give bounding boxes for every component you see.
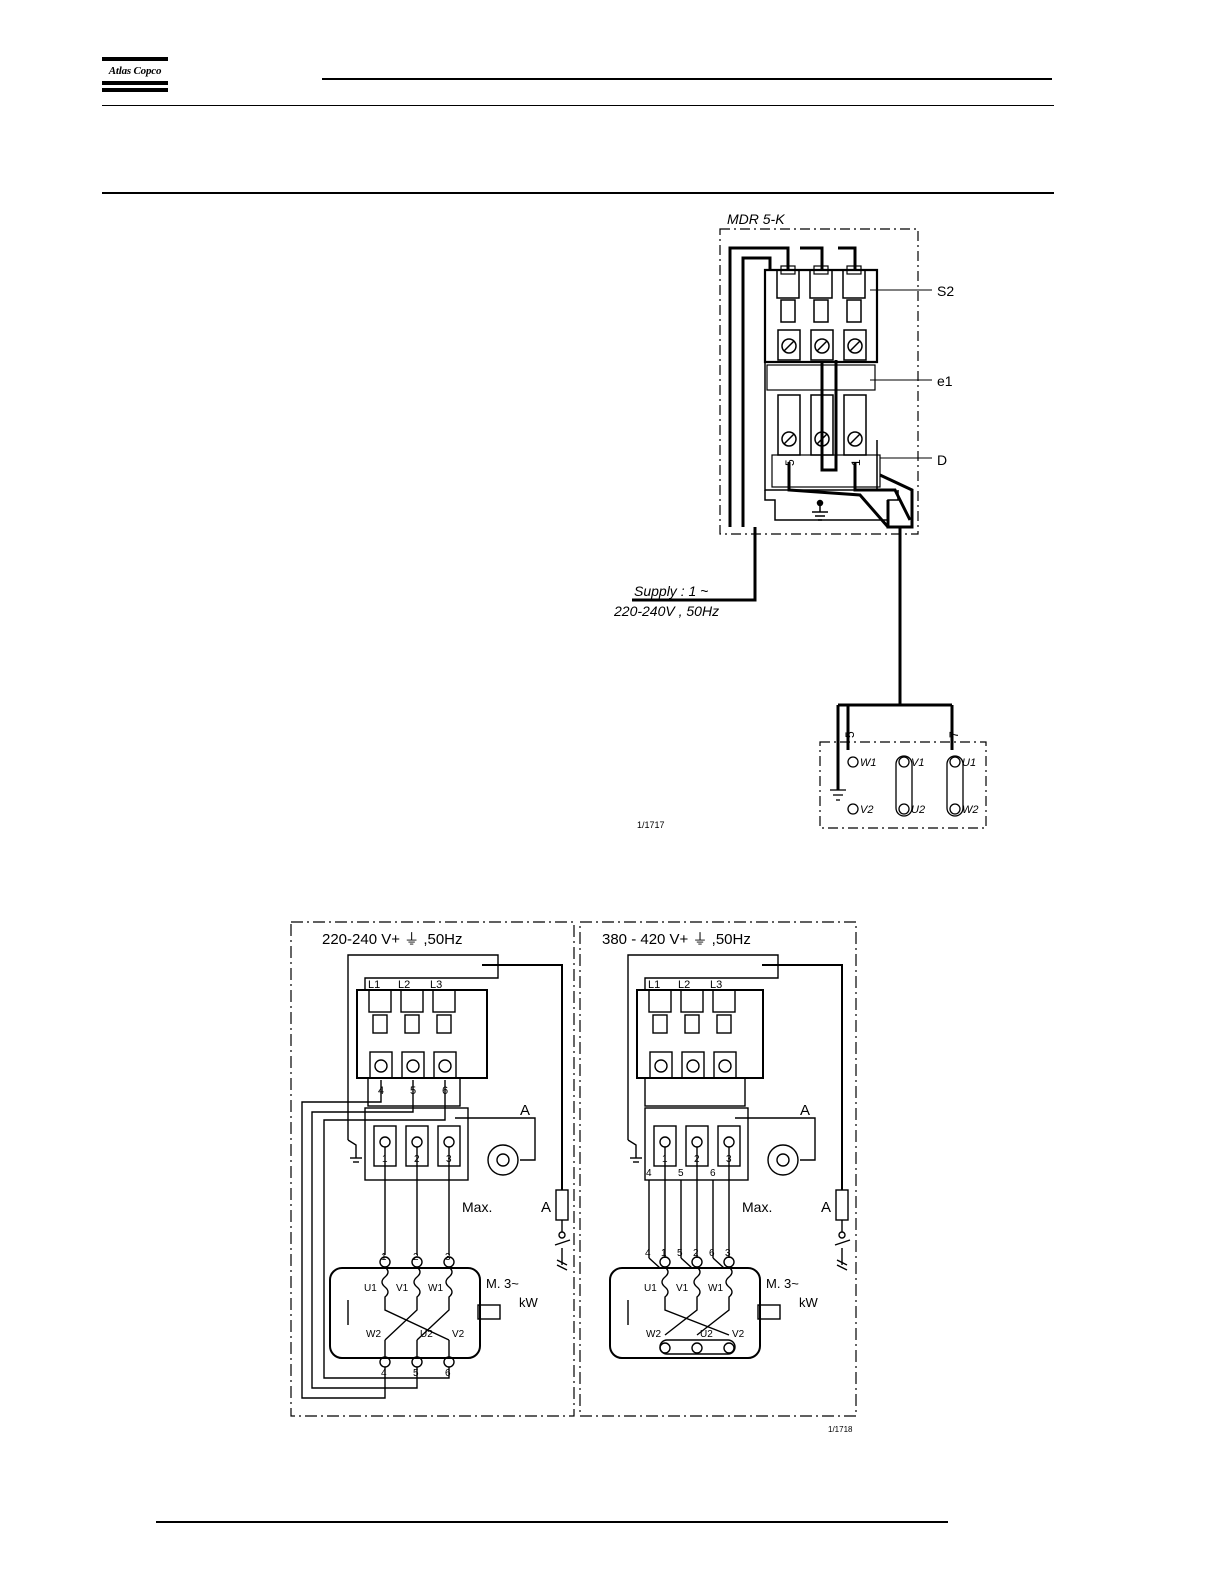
left-relay-2: 2 — [414, 1154, 420, 1165]
left-l2: L2 — [398, 979, 410, 991]
right-motor-body — [610, 1268, 760, 1358]
terminal-u2: U2 — [911, 804, 925, 816]
header-rule-short — [322, 78, 1052, 80]
left-motor-top-1: 1 — [381, 1252, 387, 1263]
right-title: 380 - 420 V+ ⏚ ,50Hz — [602, 931, 751, 948]
atlas-copco-logo: Atlas Copco — [102, 57, 168, 93]
right-u1: U1 — [644, 1283, 657, 1294]
supply-line1: Supply : 1 ~ — [634, 583, 708, 599]
left-u2: U2 — [420, 1329, 433, 1340]
right-relay-2: 2 — [694, 1154, 700, 1165]
left-relay-3: 3 — [446, 1154, 452, 1165]
label-e1: e1 — [937, 373, 953, 389]
left-motor-body — [330, 1268, 480, 1358]
right-a-label: A — [821, 1199, 831, 1216]
left-motor-top-3: 3 — [445, 1252, 451, 1263]
right-v1: V1 — [676, 1283, 689, 1294]
figure-bottom-ref: 1/1718 — [828, 1425, 853, 1434]
right-max-label: Max. — [742, 1199, 772, 1215]
left-motor-bottom-5: 5 — [413, 1368, 419, 1379]
right-v2: V2 — [732, 1329, 745, 1340]
star-delta-wiring-diagram: 220-240 V+ ⏚ ,50Hz L1 L2 L3 4 5 6 1 2 3 … — [280, 910, 880, 1440]
right-motor-label: M. 3~ — [766, 1276, 799, 1291]
left-panel — [302, 955, 570, 1398]
label-s2: S2 — [937, 283, 954, 299]
terminal-v2: V2 — [860, 804, 873, 816]
terminal-5: 5 — [783, 459, 797, 466]
left-kw-label: kW — [519, 1295, 539, 1310]
right-relay-side-5: 5 — [678, 1168, 684, 1179]
right-l3: L3 — [710, 979, 722, 991]
left-top-5: 5 — [410, 1085, 416, 1097]
left-w1: W1 — [428, 1283, 443, 1294]
right-relay-side-6: 6 — [710, 1168, 716, 1179]
left-motor-label: M. 3~ — [486, 1276, 519, 1291]
left-relay-1: 1 — [382, 1154, 388, 1165]
right-l2: L2 — [678, 979, 690, 991]
mdr5k-wiring-diagram: MDR 5-K S2 e1 D 5 1 Supply : 1 ~ 220-240… — [600, 205, 1000, 845]
left-top-6: 6 — [442, 1085, 448, 1097]
motor-wire-5: 5 — [843, 731, 857, 738]
motor-wire-7: 7 — [947, 731, 961, 738]
terminal-w2: W2 — [962, 804, 979, 816]
mdr5k-enclosure — [720, 229, 918, 534]
left-top-4: 4 — [378, 1085, 384, 1097]
left-motor-top-2: 2 — [413, 1252, 419, 1263]
right-kw-label: kW — [799, 1295, 819, 1310]
left-v2: V2 — [452, 1329, 465, 1340]
logo-wordmark: Atlas Copco — [102, 65, 168, 77]
label-d: D — [937, 452, 947, 468]
terminal-1: 1 — [849, 459, 863, 466]
right-motor-top-6: 6 — [709, 1248, 715, 1259]
right-w1: W1 — [708, 1283, 723, 1294]
right-w2: W2 — [646, 1329, 661, 1340]
right-relay-3: 3 — [726, 1154, 732, 1165]
right-motor-top-2: 2 — [693, 1248, 699, 1259]
left-l3: L3 — [430, 979, 442, 991]
left-max-label: Max. — [462, 1199, 492, 1215]
left-a-label-top: A — [520, 1102, 530, 1119]
right-u2: U2 — [700, 1329, 713, 1340]
left-u1: U1 — [364, 1283, 377, 1294]
right-l1: L1 — [648, 979, 660, 991]
terminal-w1: W1 — [860, 757, 877, 769]
terminal-u1: U1 — [962, 757, 976, 769]
right-relay-1: 1 — [662, 1154, 668, 1165]
left-title: 220-240 V+ ⏚ ,50Hz — [322, 931, 463, 948]
left-a-label: A — [541, 1199, 551, 1216]
left-v1: V1 — [396, 1283, 409, 1294]
right-motor-top-5: 5 — [677, 1248, 683, 1259]
right-panel-frame — [580, 922, 856, 1416]
figure-top-ref: 1/1717 — [637, 820, 665, 830]
left-w2: W2 — [366, 1329, 381, 1340]
left-motor-bottom-4: 4 — [381, 1368, 387, 1379]
terminal-v1: V1 — [911, 757, 924, 769]
right-relay-side-4: 4 — [646, 1168, 652, 1179]
right-motor-top-1: 1 — [661, 1248, 667, 1259]
right-a-label-top: A — [800, 1102, 810, 1119]
right-motor-top-3: 3 — [725, 1248, 731, 1259]
left-motor-bottom-6: 6 — [445, 1368, 451, 1379]
header-rule-bottom — [102, 192, 1054, 194]
header-rule-full — [102, 105, 1054, 106]
right-motor-top-4: 4 — [645, 1248, 651, 1259]
supply-line2: 220-240V , 50Hz — [613, 603, 719, 619]
left-l1: L1 — [368, 979, 380, 991]
footer-rule — [156, 1521, 948, 1523]
mdr5k-title: MDR 5-K — [727, 211, 785, 227]
